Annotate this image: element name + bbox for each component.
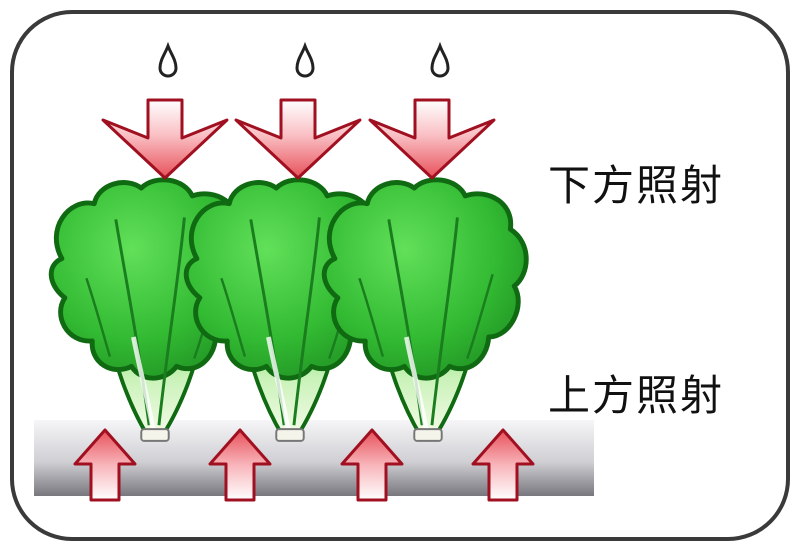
label-down-irradiation: 下方照射: [548, 161, 725, 210]
down-irradiation-arrows: [101, 98, 496, 180]
label-up-irradiation: 上方照射: [548, 371, 725, 420]
